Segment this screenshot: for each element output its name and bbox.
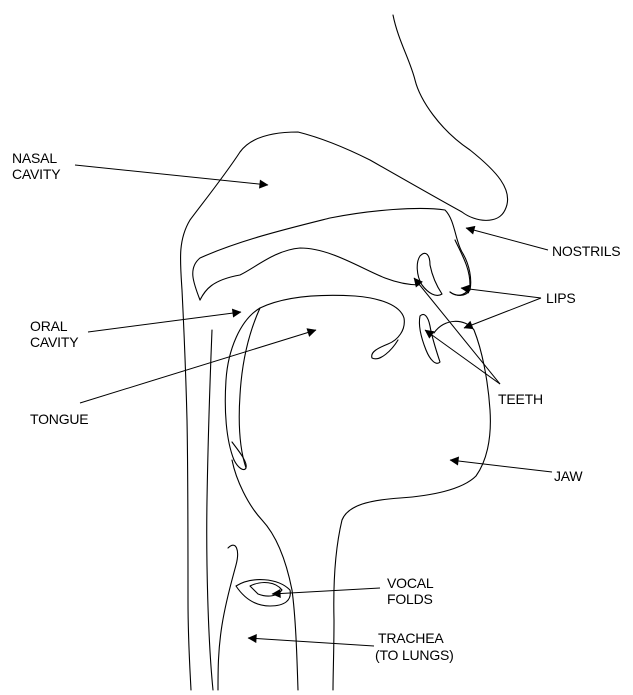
lips-leader-upper <box>461 288 541 298</box>
oral-cavity-leader <box>88 312 241 332</box>
jaw-leader <box>450 460 552 472</box>
label-vocal-line1: VOCAL <box>387 575 434 591</box>
label-oral-line1: ORAL <box>30 318 68 334</box>
label-oral-line2: CAVITY <box>30 334 79 350</box>
back-wall-inner <box>207 330 213 690</box>
label-nasal-cavity: NASAL CAVITY <box>12 150 61 182</box>
tongue-outline <box>225 295 404 460</box>
trachea-leader <box>248 638 374 646</box>
labels: NASAL CAVITY NOSTRILS LIPS ORAL CAVITY T… <box>12 150 620 663</box>
label-trachea: TRACHEA (TO LUNGS) <box>375 630 454 663</box>
label-nasal-line2: CAVITY <box>12 166 61 182</box>
label-vocal-folds: VOCAL FOLDS <box>387 575 437 607</box>
throat-inner-outline <box>239 308 260 468</box>
label-oral-cavity: ORAL CAVITY <box>30 318 79 350</box>
label-jaw: JAW <box>554 468 583 484</box>
label-lips: LIPS <box>546 290 576 306</box>
upper-teeth-outline <box>417 253 442 295</box>
label-trachea-line1: TRACHEA <box>378 630 444 646</box>
label-teeth: TEETH <box>498 391 543 407</box>
tongue-leader <box>80 330 316 403</box>
throat-front-outline <box>232 460 298 690</box>
nostrils-leader <box>466 228 548 250</box>
label-nasal-line1: NASAL <box>12 150 57 166</box>
leader-lines <box>75 165 552 646</box>
tongue-underside <box>232 442 246 470</box>
label-vocal-line2: FOLDS <box>387 591 433 607</box>
label-nostrils: NOSTRILS <box>552 243 620 259</box>
label-trachea-line2: (TO LUNGS) <box>375 647 454 663</box>
label-tongue: TONGUE <box>30 411 88 427</box>
epiglottis-outline <box>218 545 238 690</box>
larynx-outline <box>236 580 290 606</box>
palate-lower-outline <box>200 248 420 300</box>
nasal-cavity-leader <box>75 165 268 185</box>
head-outline <box>180 15 507 690</box>
lips-leader-lower <box>464 298 541 328</box>
